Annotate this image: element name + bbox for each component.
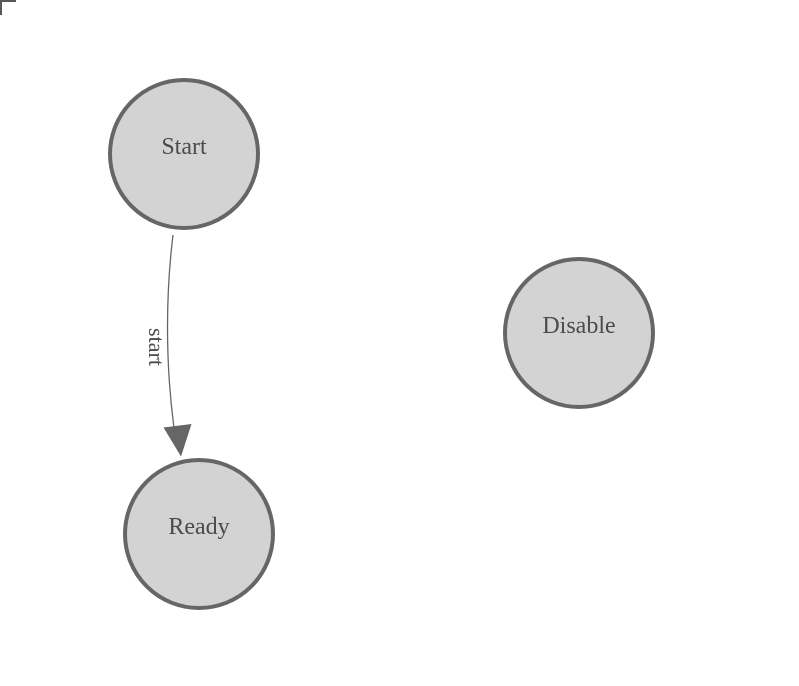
state-node-start[interactable]: Start — [108, 78, 260, 230]
edge-label[interactable]: start — [144, 328, 169, 366]
canvas-corner-mark — [0, 0, 16, 15]
node-label: Ready — [168, 513, 230, 540]
state-node-ready[interactable]: Ready — [123, 458, 275, 610]
node-label: Disable — [542, 312, 616, 339]
arrowhead-icon — [163, 424, 192, 457]
transition-edge-start-ready[interactable] — [166, 234, 175, 429]
node-label: Start — [161, 133, 207, 160]
state-node-disable[interactable]: Disable — [503, 257, 655, 409]
